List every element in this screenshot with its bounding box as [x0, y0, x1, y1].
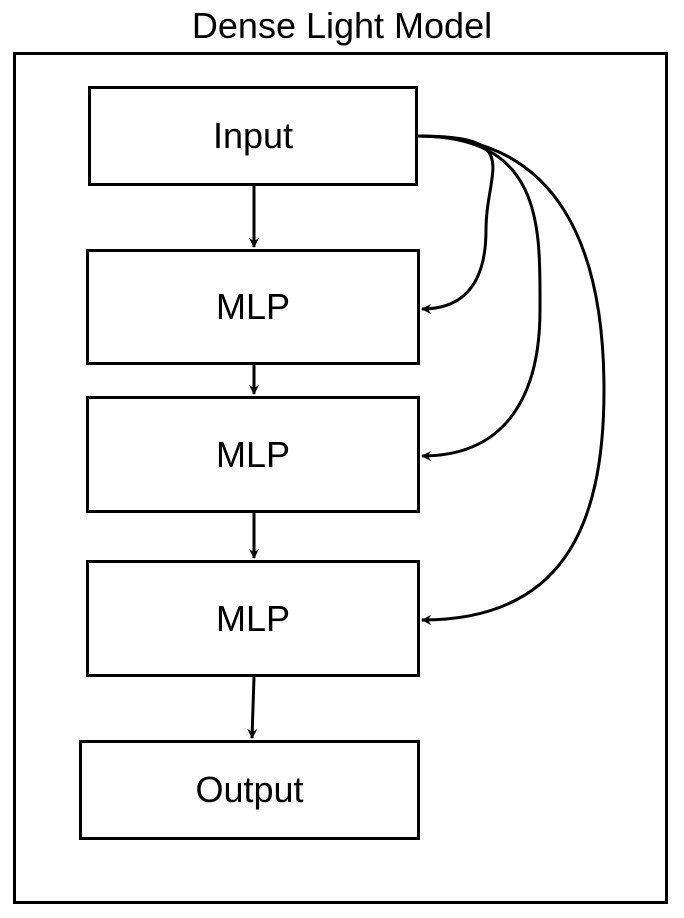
arrow-mlp-3-to-output: [247, 676, 258, 739]
diagram-title: Dense Light Model: [191, 5, 493, 46]
mlp-node-1: MLP: [86, 249, 420, 365]
skip-connection-input-to-mlp-3: [417, 134, 606, 625]
mlp-node-2: MLP: [86, 396, 420, 513]
input-node-label: Input: [212, 115, 294, 156]
output-node: Output: [79, 740, 420, 840]
mlp-node-3: MLP: [86, 560, 420, 677]
mlp-node-1-label: MLP: [215, 286, 291, 327]
skip-connection-input-to-mlp-2: [417, 134, 542, 461]
output-node-label: Output: [195, 769, 304, 810]
mlp-node-2-label: MLP: [215, 433, 291, 475]
input-node: Input: [88, 86, 418, 186]
model-frame: [13, 52, 668, 904]
skip-connection-input-to-mlp-1: [417, 134, 495, 314]
mlp-node-3-label: MLP: [215, 597, 291, 639]
